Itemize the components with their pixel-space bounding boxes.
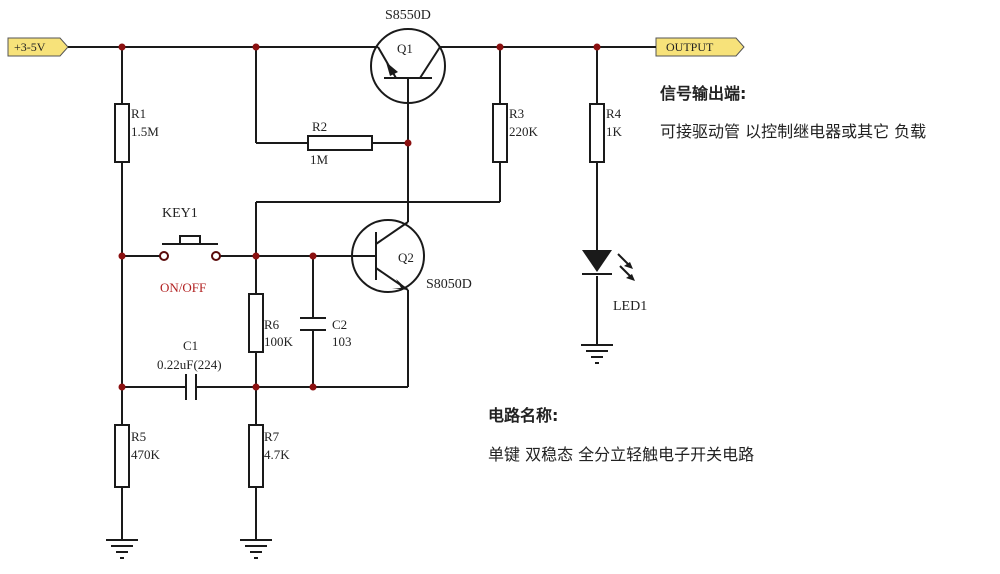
c1-capacitor: C1 0.22uF(224): [157, 338, 222, 400]
ground-left: [106, 539, 138, 559]
r5-value-label: 470K: [131, 447, 161, 462]
circuit-name-title: 电路名称:: [488, 406, 559, 425]
r1-value-label: 1.5M: [131, 124, 159, 139]
r6-value-label: 100K: [264, 334, 294, 349]
c2-ref-label: C2: [332, 317, 347, 332]
junctions: [118, 43, 601, 391]
c1-ref-label: C1: [183, 338, 198, 353]
q2-transistor: Q2 S8050D: [350, 219, 472, 293]
q1-ref-label: Q1: [397, 41, 413, 56]
key1-ref-label: KEY1: [162, 206, 198, 221]
r4-resistor: R4 1K: [589, 103, 623, 163]
output-note-desc: 可接驱动管 以控制继电器或其它 负载: [660, 122, 927, 141]
r4-value-label: 1K: [606, 124, 623, 139]
r3-value-label: 220K: [509, 124, 539, 139]
input-port: +3-5V: [7, 37, 69, 57]
led1-diode: LED1: [582, 250, 647, 314]
r3-resistor: R3 220K: [492, 103, 539, 163]
q2-part-label: S8050D: [426, 277, 472, 292]
q1-transistor: S8550D Q1: [370, 8, 446, 104]
key1-switch: KEY1 ON/OFF: [159, 206, 221, 295]
r6-ref-label: R6: [264, 317, 280, 332]
r5-resistor: R5 470K: [114, 424, 161, 488]
r2-resistor: R2 1M: [307, 119, 373, 167]
ground-middle: [240, 539, 272, 559]
q2-ref-label: Q2: [398, 250, 414, 265]
q1-part-label: S8550D: [385, 8, 431, 23]
r1-resistor: R1 1.5M: [114, 103, 159, 163]
r2-value-label: 1M: [310, 152, 329, 167]
output-port: OUTPUT: [655, 37, 745, 57]
r1-ref-label: R1: [131, 106, 146, 121]
output-port-label: OUTPUT: [666, 40, 714, 54]
input-port-label: +3-5V: [14, 40, 46, 54]
ground-right: [581, 344, 613, 364]
r2-ref-label: R2: [312, 119, 327, 134]
r3-ref-label: R3: [509, 106, 524, 121]
wires: [68, 46, 656, 540]
r7-resistor: R7 4.7K: [248, 424, 290, 488]
r6-resistor: R6 100K: [248, 293, 294, 353]
r7-ref-label: R7: [264, 429, 280, 444]
key1-state-label: ON/OFF: [160, 280, 206, 295]
c2-capacitor: C2 103: [300, 317, 352, 349]
r7-value-label: 4.7K: [264, 447, 290, 462]
output-note-title: 信号输出端:: [660, 84, 747, 103]
r5-ref-label: R5: [131, 429, 146, 444]
circuit-name-desc: 单键 双稳态 全分立轻触电子开关电路: [488, 445, 755, 464]
c1-value-label: 0.22uF(224): [157, 357, 222, 372]
led1-ref-label: LED1: [613, 299, 647, 314]
c2-value-label: 103: [332, 334, 352, 349]
r4-ref-label: R4: [606, 106, 622, 121]
